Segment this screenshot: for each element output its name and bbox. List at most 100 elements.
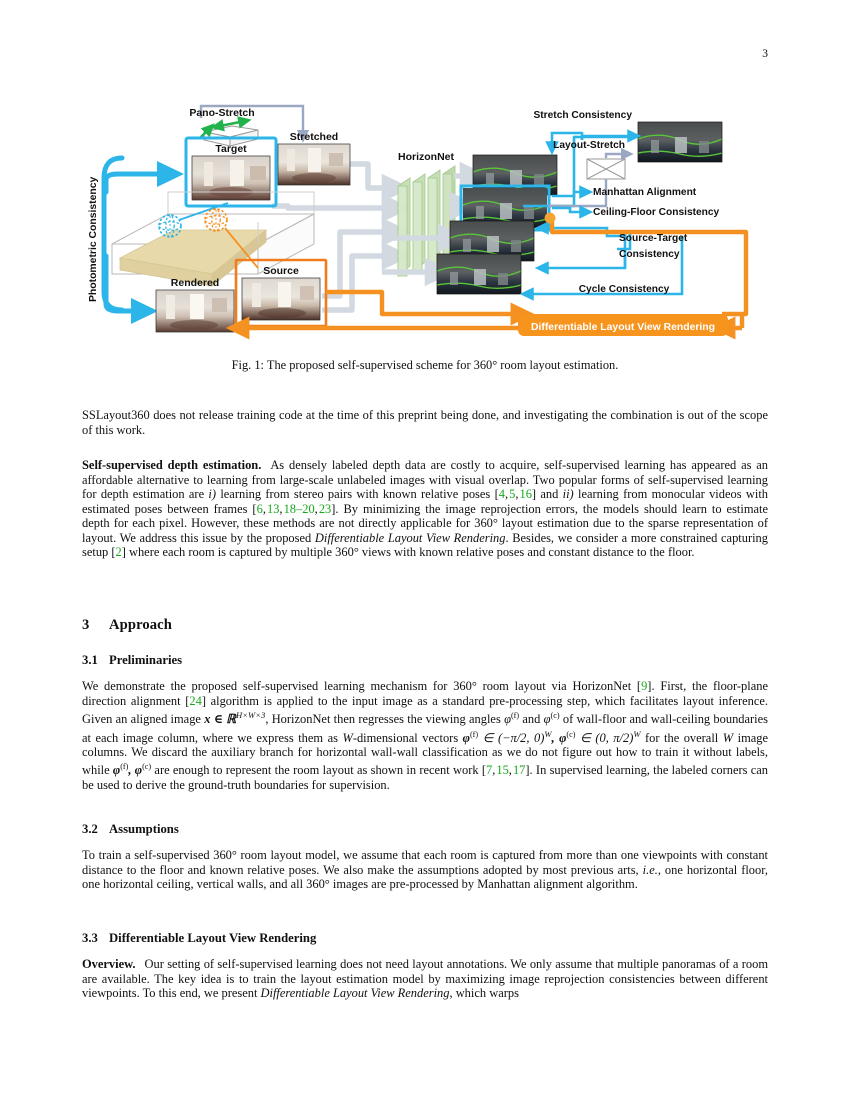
label-rendered: Rendered <box>171 277 219 289</box>
prelim-text-5: and <box>519 712 544 727</box>
math-phi-c-2: , φ <box>551 730 567 745</box>
citation-24[interactable]: 24 <box>189 693 202 708</box>
math-phi-c-3: , φ <box>128 763 143 778</box>
math-x-in-R: x ∈ ℝ <box>204 712 237 727</box>
label-source: Source <box>263 265 299 277</box>
citation-4[interactable]: 4 <box>498 487 505 502</box>
runin-heading-depth: Self-supervised depth estimation. <box>82 458 262 472</box>
layout-stretch-icon <box>586 158 626 180</box>
differentiable-layout-view-rendering-banner <box>518 314 728 336</box>
prelim-text-4: , HorizonNet then regresses the viewing … <box>265 712 505 727</box>
depth-italic-dlvr: Differentiable Layout View Rendering <box>314 530 506 545</box>
math-phi-f-3: φ <box>112 763 121 778</box>
rendered-panorama <box>155 289 235 333</box>
depth-italic-ii: ii) <box>562 487 574 502</box>
prelim-text-3: ] algorithm is applied to the input imag… <box>82 693 768 727</box>
figure-1: Pano-Stretch Target Stretched Source Ren… <box>82 96 768 344</box>
overview-italic-dlvr: Differentiable Layout View Rendering <box>260 986 450 1001</box>
section-number: 3 <box>82 617 90 633</box>
label-photometric-consistency: Photometric Consistency <box>88 176 99 302</box>
citation-7[interactable]: 7 <box>485 763 493 778</box>
source-panorama <box>234 258 328 328</box>
room-3d-box <box>111 191 315 287</box>
math-phi-f-sup: (f) <box>510 711 520 721</box>
manhattan-ceiling-floor-arrows <box>552 185 594 219</box>
target-viewpoint-icon <box>158 214 182 238</box>
runin-heading-overview: Overview. <box>82 957 136 971</box>
depth-text-1: As densely labeled depth data are costly… <box>82 458 769 502</box>
gray-routing-arrows <box>272 161 412 313</box>
assumptions-italic-ie: i.e. <box>642 862 658 877</box>
citation-18-20[interactable]: 18–20 <box>283 501 315 516</box>
depth-text-7: ] where each room is captured by multipl… <box>121 545 695 560</box>
math-phi-f-2-sup: (f) <box>469 729 479 739</box>
figure-1-diagram: Pano-Stretch Target Stretched Source Ren… <box>82 96 768 344</box>
math-phi-c-3-sup: (c) <box>142 762 152 772</box>
paragraph-overview: Overview.Our setting of self-supervised … <box>82 957 768 1001</box>
depth-text-4: learning from monocular videos with esti… <box>82 487 768 516</box>
overview-text-2: , which warps <box>449 986 519 1001</box>
depth-text-6: . Besides, we consider a more constraine… <box>82 530 768 560</box>
citation-16[interactable]: 16 <box>519 487 532 502</box>
label-target: Target <box>215 143 247 155</box>
label-differentiable-layout-view-rendering: Differentiable Layout View Rendering <box>531 322 715 333</box>
label-horizonnet: HorizonNet <box>398 151 455 163</box>
orange-junction-dot <box>544 212 556 224</box>
horizonnet-output-arrows-2 <box>382 223 468 287</box>
network-output-stack <box>436 154 558 295</box>
math-interval-c: ∈ (0, π/2) <box>575 730 634 745</box>
citation-5[interactable]: 5 <box>509 487 516 502</box>
prelim-text-6: of wall-floor and wall-ceiling boundarie… <box>82 712 768 745</box>
subsection-number-3-2: 3.2 <box>82 822 98 836</box>
label-layout-stretch: Layout-Stretch <box>553 140 625 151</box>
math-interval-f-sup: W <box>544 728 552 739</box>
citation-9[interactable]: 9 <box>641 679 648 693</box>
citation-2[interactable]: 2 <box>115 545 122 560</box>
citation-6[interactable]: 6 <box>256 501 263 516</box>
prelim-text-8: for the overall <box>640 730 723 745</box>
stretch-consistency-lines <box>545 129 642 156</box>
label-ceiling-floor-consistency: Ceiling-Floor Consistency <box>593 207 720 218</box>
depth-text-2: learning from stereo pairs with known re… <box>216 487 499 502</box>
label-pano-stretch: Pano-Stretch <box>189 107 254 119</box>
layout-stretch-arrow <box>548 147 634 208</box>
math-interval-c-sup: W <box>633 728 641 739</box>
depth-text-5: ]. By minimizing the image reprojection … <box>82 501 769 545</box>
prelim-text-9: image columns. We discard the auxiliary … <box>82 730 769 778</box>
label-manhattan-alignment: Manhattan Alignment <box>593 187 697 198</box>
depth-italic-i: i) <box>208 487 217 502</box>
math-interval-f: ∈ (−π/2, 0) <box>478 730 545 745</box>
label-cycle-consistency: Cycle Consistency <box>579 284 670 295</box>
page-number: 3 <box>762 48 768 60</box>
label-source-target-consistency-line1: Source-Target <box>619 233 688 244</box>
citation-23[interactable]: 23 <box>318 501 332 516</box>
math-phi-c: φ <box>543 712 551 727</box>
prelim-text-11: ]. In supervised learning, the labeled c… <box>82 763 768 792</box>
prelim-text-10: are enough to represent the room layout … <box>151 763 486 778</box>
cycle-consistency-arrow <box>519 236 684 301</box>
stretched-output-panorama <box>637 121 723 163</box>
label-stretch-consistency: Stretch Consistency <box>533 110 632 121</box>
prelim-text-2: ]. First, the floor-plane direction alig… <box>82 679 768 708</box>
orange-rendering-loop <box>225 218 749 340</box>
depth-text-3: ] and <box>531 487 563 502</box>
citation-15[interactable]: 15 <box>496 763 509 778</box>
stretched-panorama <box>277 143 351 186</box>
source-viewpoint-leader <box>224 227 259 269</box>
label-source-target-consistency-line2: Consistency <box>619 249 680 260</box>
paragraph-1-text: SSLayout360 does not release training co… <box>82 408 768 437</box>
subsection-title-3-3: Differentiable Layout View Rendering <box>109 931 317 945</box>
citation-17[interactable]: 17 <box>512 763 526 778</box>
figure-caption: Fig. 1: The proposed self-supervised sch… <box>231 358 619 372</box>
prelim-text-1: We demonstrate the proposed self-supervi… <box>82 679 642 693</box>
label-stretched: Stretched <box>290 131 338 143</box>
paragraph-sslayout360: SSLayout360 does not release training co… <box>82 408 768 437</box>
math-phi-c-2-sup: (c) <box>566 729 576 739</box>
citation-13[interactable]: 13 <box>266 501 280 516</box>
prelim-text-7: -dimensional vectors <box>352 730 463 745</box>
output-panorama-4 <box>436 253 522 295</box>
